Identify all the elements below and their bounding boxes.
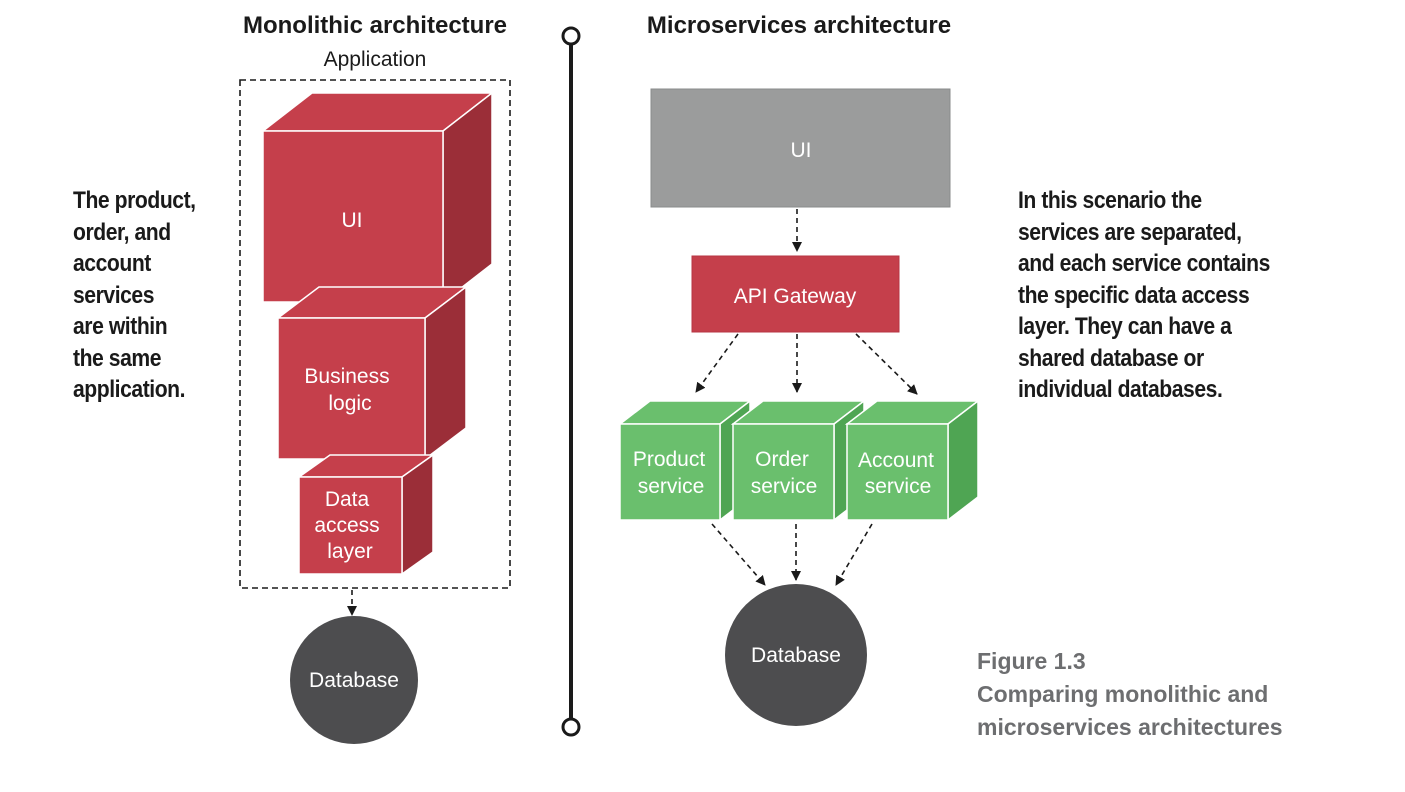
account-service-cube: Account service xyxy=(844,399,981,522)
data-access-label-line3: layer xyxy=(327,540,373,563)
account-service-label-line2: service xyxy=(865,475,932,498)
product-service-label-line1: Product xyxy=(633,448,706,471)
monolith-note: The product, order, and account services… xyxy=(73,185,196,406)
monolith-ui-label: UI xyxy=(342,209,363,232)
microservices-database-label: Database xyxy=(751,644,841,667)
microservices-note-line: In this scenario the xyxy=(1018,187,1202,214)
monolith-ui-cube: UI xyxy=(260,91,495,304)
monolith-note-line: order, and xyxy=(73,218,171,246)
monolith-note-line: the same xyxy=(73,344,162,372)
figure-caption: Figure 1.3 Comparing monolithic and micr… xyxy=(977,645,1283,744)
monolith-database-label: Database xyxy=(309,669,399,692)
microservices-note-line: the specific data access xyxy=(1018,281,1250,309)
monolith-note-line: The product, xyxy=(73,187,196,214)
microservices-title: Microservices architecture xyxy=(647,12,951,39)
figure-caption-line: Comparing monolithic and xyxy=(977,681,1269,707)
data-access-layer-cube: Data access layer xyxy=(296,453,436,576)
divider xyxy=(561,26,581,737)
figure-caption-line: microservices architectures xyxy=(977,714,1283,740)
figure-number: Figure 1.3 xyxy=(977,648,1086,674)
microservices-note-line: shared database or xyxy=(1018,344,1204,372)
microservices-note-line: and each service contains xyxy=(1018,250,1270,277)
monolith-note-line: are within xyxy=(73,313,168,340)
account-service-label-line1: Account xyxy=(858,449,934,472)
microservices-ui-label: UI xyxy=(791,139,812,162)
microservices-note: In this scenario the services are separa… xyxy=(1018,185,1270,406)
api-gateway-label: API Gateway xyxy=(734,285,857,308)
product-to-db-arrow xyxy=(711,523,766,586)
order-service-label-line1: Order xyxy=(755,448,809,471)
microservices-note-line: services are separated, xyxy=(1018,218,1242,246)
microservices-note-line: individual databases. xyxy=(1018,376,1223,403)
monolith-title: Monolithic architecture xyxy=(243,12,507,39)
microservices-database: Database xyxy=(725,584,867,726)
business-logic-cube: Business logic xyxy=(275,285,469,461)
account-to-db-arrow xyxy=(835,523,873,586)
data-access-label-line2: access xyxy=(314,514,379,537)
microservices-ui-box: UI xyxy=(650,88,951,208)
data-access-label-line1: Data xyxy=(325,488,370,511)
product-service-label-line2: service xyxy=(638,475,705,498)
api-gateway-box: API Gateway xyxy=(691,255,900,333)
order-service-cube: Order service xyxy=(730,399,867,522)
monolith-note-line: account xyxy=(73,250,151,277)
business-logic-label-line1: Business xyxy=(304,365,389,388)
business-logic-label-line2: logic xyxy=(328,392,371,415)
product-service-cube: Product service xyxy=(617,399,753,522)
gateway-to-account-arrow xyxy=(855,333,918,395)
order-service-label-line2: service xyxy=(751,475,818,498)
gateway-to-product-arrow xyxy=(695,333,739,393)
monolith-database: Database xyxy=(290,616,418,744)
application-boundary xyxy=(239,79,511,589)
application-label: Application xyxy=(324,48,427,71)
microservices-note-line: layer. They can have a xyxy=(1018,313,1232,340)
monolith-note-line: application. xyxy=(73,376,186,403)
monolith-note-line: services xyxy=(73,281,155,309)
